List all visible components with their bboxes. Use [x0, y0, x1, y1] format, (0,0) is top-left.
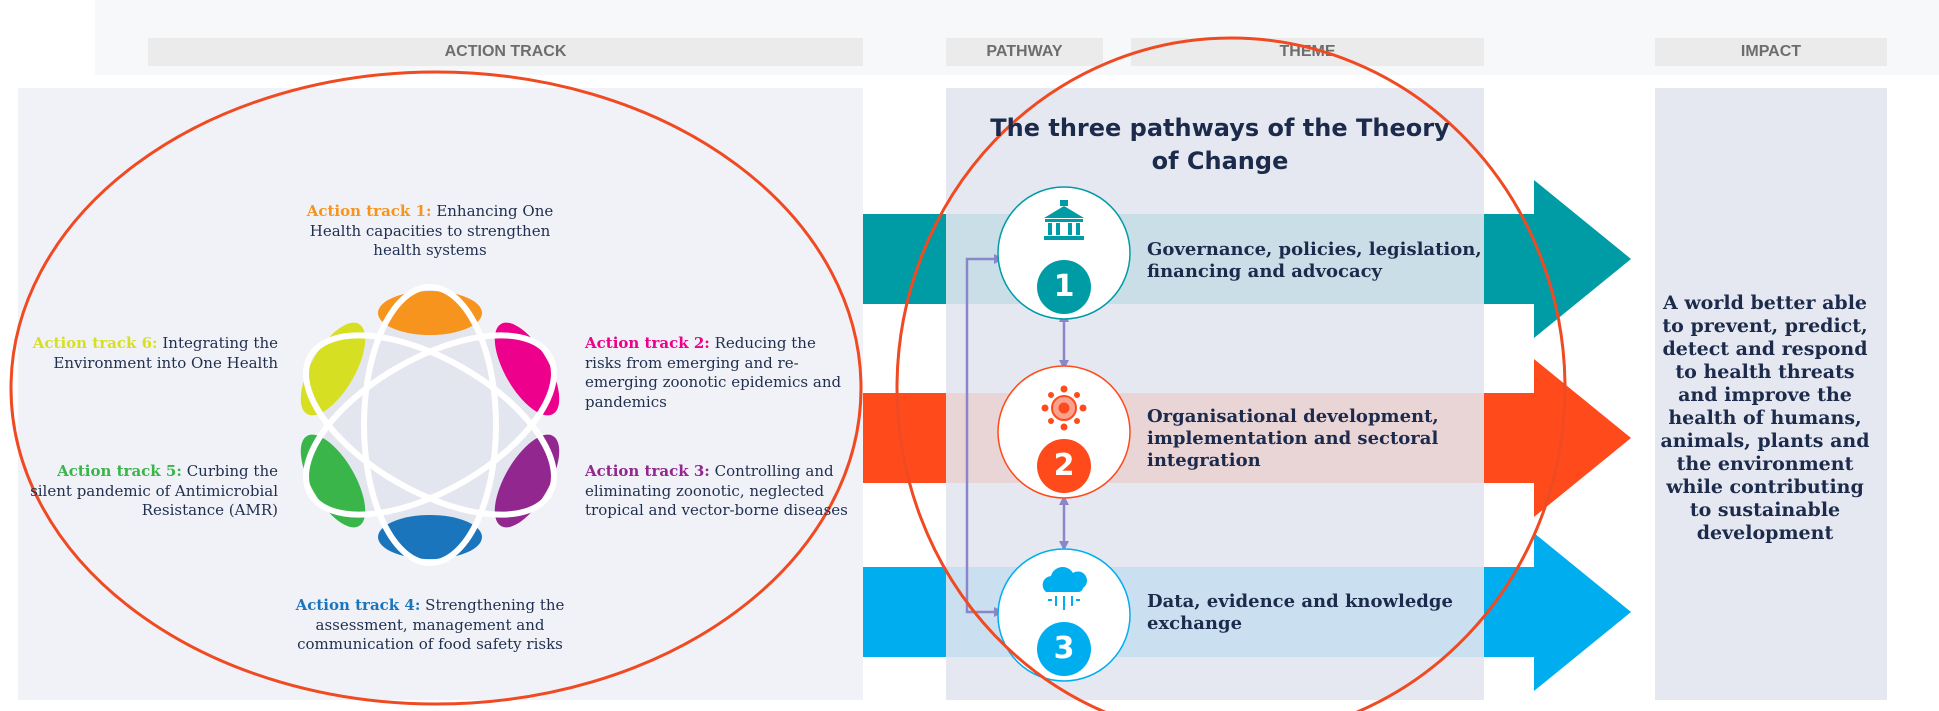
pathway-3-number: 3 [1053, 631, 1075, 666]
petal-5 [300, 434, 366, 528]
petal-2 [494, 322, 560, 416]
arrow-head-1 [1484, 180, 1631, 338]
highlight-ellipse-action-tracks [9, 70, 863, 706]
pathway-2-text: Organisational development, implementati… [1147, 406, 1439, 471]
header-action-track: ACTION TRACK [148, 38, 863, 66]
header-theme: THEME [1131, 38, 1484, 66]
action-track-2-text: Action track 2: Reducing the risks from … [585, 334, 850, 412]
action-track-3-description: Controlling and eliminating zoonotic, ne… [585, 462, 848, 519]
petal-6 [300, 322, 366, 416]
arrow-head-2 [1484, 359, 1631, 517]
action-track-4-description: Strengthening the assessment, management… [297, 596, 565, 653]
action-track-1-text: Action track 1: Enhancing One Health cap… [305, 202, 555, 261]
pathway-1-text: Governance, policies, legislation, finan… [1147, 239, 1482, 282]
action-track-2-label: Action track 2: [585, 334, 710, 352]
header-pathway: PATHWAY [946, 38, 1103, 66]
action-track-4-label: Action track 4: [295, 596, 421, 614]
impact-statement: A world better able to prevent, predict,… [1660, 292, 1870, 544]
action-track-6-description: Integrating the Environment into One Hea… [53, 334, 278, 372]
pathway-circle-2 [997, 365, 1131, 499]
action-track-5-text: Action track 5: Curbing the silent pande… [25, 462, 278, 521]
action-track-4-text: Action track 4: Strengthening the assess… [295, 596, 565, 655]
action-track-1-description: Enhancing One Health capacities to stren… [309, 202, 554, 259]
pathway-3-text: Data, evidence and knowledge exchange [1147, 591, 1453, 634]
pathway-2-number: 2 [1053, 448, 1075, 483]
pathway-1-number: 1 [1053, 269, 1075, 304]
action-track-5-label: Action track 5: [57, 462, 182, 480]
cloud-data-icon [1042, 567, 1088, 610]
pathway-circle-1 [997, 186, 1131, 320]
action-track-3-text: Action track 3: Controlling and eliminat… [585, 462, 850, 521]
action-track-1-label: Action track 1: [306, 202, 432, 220]
pathway-circle-3 [997, 548, 1131, 682]
petal-3 [494, 434, 560, 528]
network-cell-icon [1041, 385, 1087, 431]
arrow-tail-3 [863, 567, 946, 657]
action-track-6-label: Action track 6: [32, 334, 158, 352]
header-impact: IMPACT [1655, 38, 1887, 66]
pathways-title: The three pathways of the Theory of Chan… [990, 114, 1450, 175]
impact-panel [1655, 88, 1887, 700]
action-track-2-description: Reducing the risks from emerging and re-… [585, 334, 842, 411]
action-track-3-label: Action track 3: [585, 462, 710, 480]
government-building-icon [1044, 200, 1084, 240]
arrow-head-3 [1484, 533, 1631, 691]
action-track-flower [300, 284, 560, 566]
arrow-tail-2 [863, 393, 946, 483]
action-track-5-description: Curbing the silent pandemic of Antimicro… [30, 462, 278, 519]
action-track-6-text: Action track 6: Integrating the Environm… [30, 334, 278, 373]
highlight-ellipse-pathways [895, 36, 1567, 711]
